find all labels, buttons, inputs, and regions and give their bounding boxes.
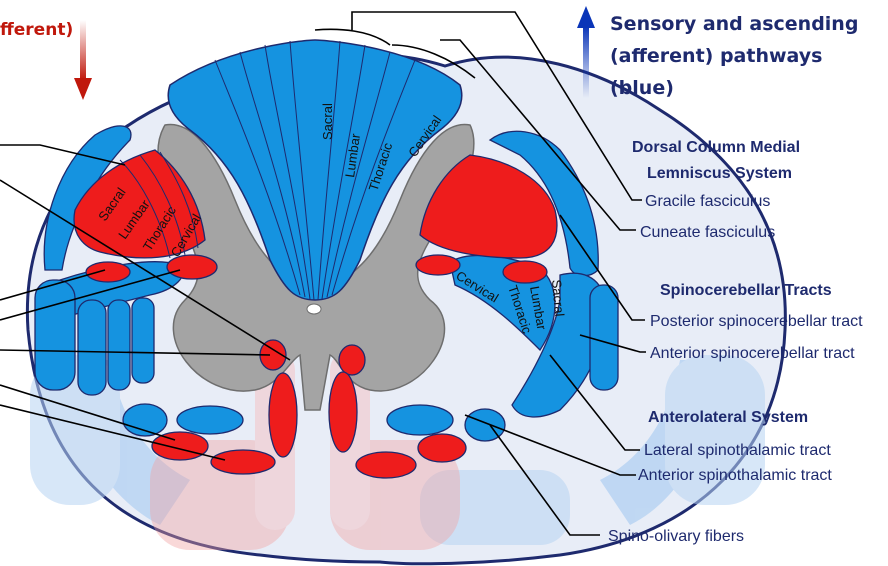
dcml-title-line-2: Lemniscus System	[647, 165, 792, 182]
label-posterior-spinocerebellar: Posterior spinocerebellar tract	[650, 313, 863, 330]
arrow-down-icon	[74, 20, 92, 100]
label-anterior-spinocerebellar: Anterior spinocerebellar tract	[650, 345, 855, 362]
anterolateral-title: Anterolateral System	[648, 409, 808, 426]
label-cuneate-fasciculus: Cuneate fasciculus	[640, 224, 775, 241]
label-lateral-spinothalamic: Lateral spinothalamic tract	[644, 442, 831, 459]
label-anterior-spinothalamic: Anterior spinothalamic tract	[638, 467, 832, 484]
spinocerebellar-title: Spinocerebellar Tracts	[660, 282, 832, 299]
central-canal	[307, 304, 321, 314]
sensory-header-line-2: (afferent) pathways	[610, 45, 822, 67]
sensory-header-line-1: Sensory and ascending	[610, 13, 858, 35]
label-gracile-fasciculus: Gracile fasciculus	[645, 193, 770, 210]
dorsal-segment-sacral: Sacral	[320, 103, 335, 140]
right-sc-segment-sacral: Sacral	[549, 279, 567, 317]
sensory-header-line-3: (blue)	[610, 77, 674, 99]
dcml-title-line-1: Dorsal Column Medial	[632, 139, 800, 156]
label-spino-olivary: Spino-olivary fibers	[608, 528, 744, 545]
motor-header-fragment: fferent)	[0, 20, 73, 40]
